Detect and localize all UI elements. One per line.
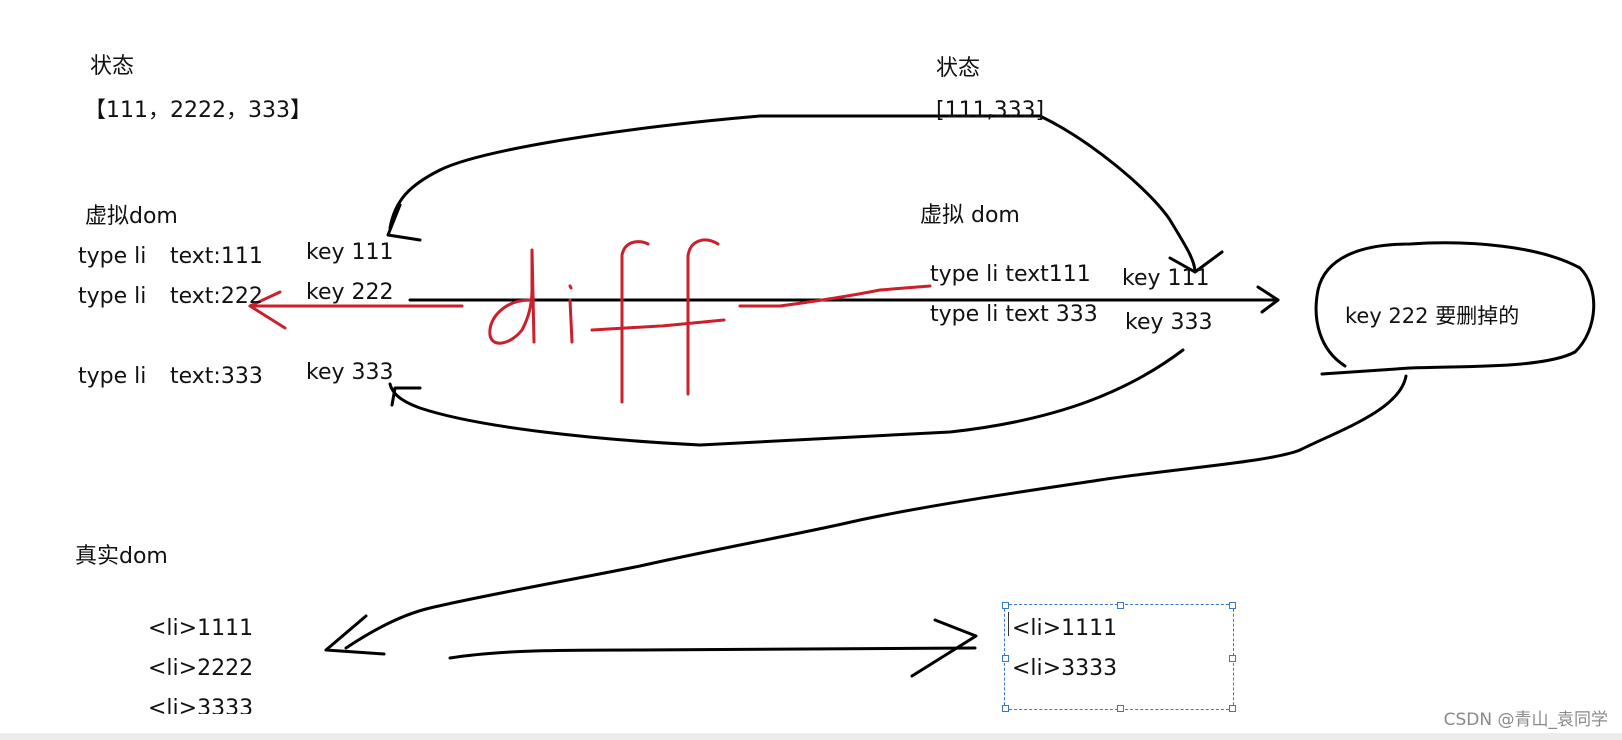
right-vdom-text: type li text 333: [930, 302, 1098, 327]
arc-top-right: [1038, 114, 1197, 274]
right-vdom-label: 虚拟 dom: [920, 203, 1020, 228]
speech-bubble: [1314, 241, 1596, 376]
right-state-label: 状态: [936, 56, 981, 81]
arc-bottom: [388, 348, 1185, 447]
right-vdom-key: key 333: [1125, 310, 1213, 335]
resize-handle[interactable]: [1117, 602, 1124, 609]
right-real-dom-item: <li>1111: [1012, 616, 1118, 641]
text-selection-box[interactable]: [1002, 602, 1236, 712]
left-vdom-key: key 111: [306, 240, 394, 265]
left-vdom-text: text:111: [170, 244, 263, 269]
bottom-strip: [0, 733, 1622, 740]
left-vdom-text: text:333: [170, 364, 263, 389]
right-real-dom-item: <li>3333: [1012, 656, 1118, 681]
real-dom-label: 真实dom: [75, 544, 168, 569]
left-vdom-type: type li: [78, 244, 147, 269]
curve-to-real-dom: [344, 374, 1408, 650]
real-dom-item: <li>2222: [148, 656, 254, 681]
left-state-value: 【111，2222，333】: [84, 98, 312, 123]
horizontal-arrow-head: [1256, 285, 1280, 314]
right-vdom-text: type li text111: [930, 262, 1091, 287]
left-vdom-type: type li: [78, 364, 147, 389]
resize-handle[interactable]: [1002, 655, 1009, 662]
left-vdom-text: text:222: [170, 284, 263, 309]
resize-handle[interactable]: [1229, 602, 1236, 609]
resize-handle[interactable]: [1117, 705, 1124, 712]
real-dom-item: <li>3333: [148, 698, 254, 714]
bubble-text: key 222 要删掉的: [1345, 304, 1520, 328]
left-state-label: 状态: [90, 54, 135, 79]
left-vdom-label: 虚拟dom: [85, 204, 178, 229]
red-arrow: [738, 284, 932, 308]
resize-handle[interactable]: [1002, 705, 1009, 712]
watermark: CSDN @青山_袁同学: [1443, 710, 1608, 730]
left-vdom-key: key 333: [306, 360, 394, 385]
arrow-head-real-dom: [324, 614, 386, 656]
resize-handle[interactable]: [1229, 705, 1236, 712]
text-cursor: [1008, 612, 1009, 636]
arc-top-left: [388, 114, 1042, 230]
real-dom-item-clipped: <li>3333: [148, 698, 253, 714]
left-vdom-type: type li: [78, 284, 147, 309]
bottom-arrow-head: [910, 618, 978, 678]
left-vdom-key: key 222: [306, 280, 394, 305]
arrow-head-key333: [390, 386, 422, 407]
resize-handle[interactable]: [1229, 655, 1236, 662]
diff-handwriting: [488, 238, 726, 404]
real-dom-item: <li>1111: [148, 616, 254, 641]
red-arrow-head: [248, 290, 287, 330]
resize-handle[interactable]: [1002, 602, 1009, 609]
right-vdom-key: key 111: [1122, 266, 1210, 291]
arrow-head-right-key111: [1168, 250, 1224, 274]
arrow-head-key111: [386, 203, 422, 242]
right-state-value: [111,333]: [936, 98, 1045, 123]
bottom-arrow: [448, 646, 977, 660]
